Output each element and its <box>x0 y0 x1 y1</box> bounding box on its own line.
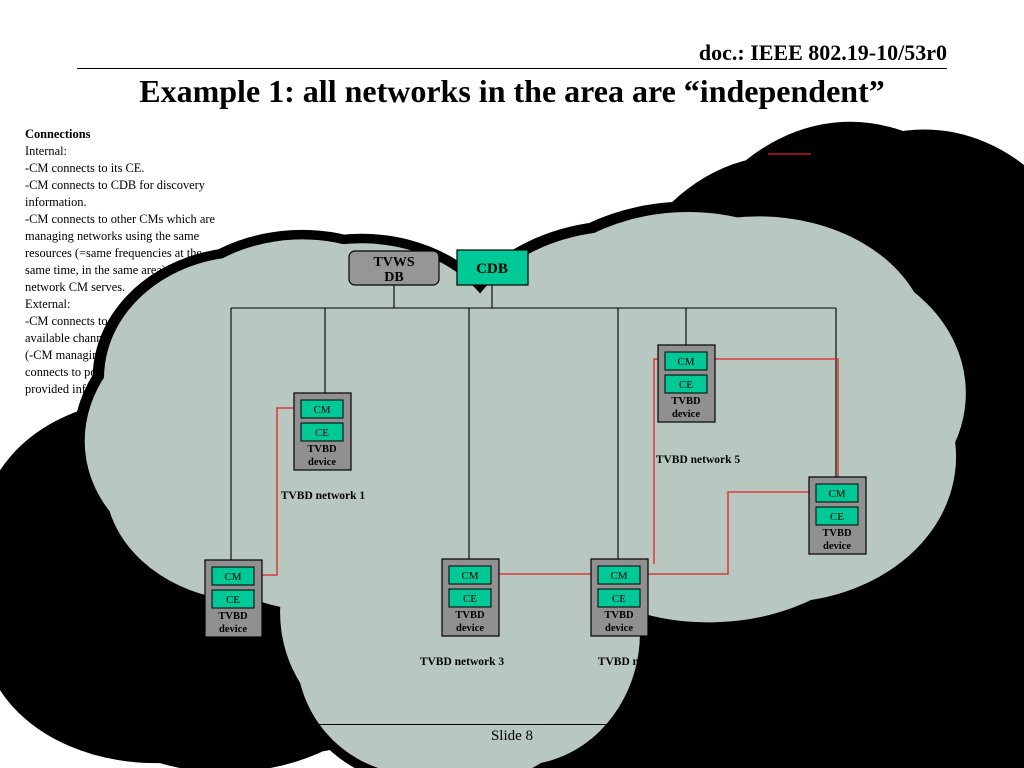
cm-box <box>664 351 708 371</box>
cm-box <box>211 566 255 586</box>
device-label: device <box>456 623 484 634</box>
device-label: device <box>672 409 700 420</box>
header-rule <box>77 68 947 69</box>
notes-line: -CM connects to CDB for discovery inform… <box>25 178 205 209</box>
footer-slide-number: Slide 8 <box>490 728 534 744</box>
legend-black-label: Connection between different entities. <box>826 203 959 230</box>
slide-title: Example 1: all networks in the area are … <box>139 73 885 109</box>
cm-label: CM <box>828 488 845 500</box>
notes-line: -CM connects to its CE. <box>25 161 145 175</box>
ce-box <box>597 588 641 608</box>
tvws-db-label-2: DB <box>384 270 403 285</box>
device-label: TVBD <box>218 611 248 622</box>
cdb-label: CDB <box>476 261 508 277</box>
red-connections <box>252 358 839 576</box>
ce-box <box>448 588 492 608</box>
notes-line: External: <box>25 297 71 311</box>
network-label-5: TVBD network 5 <box>656 454 741 466</box>
cm-box <box>815 483 859 503</box>
device-label: device <box>308 457 336 468</box>
device-label: device <box>605 623 633 634</box>
cm-label: CM <box>313 404 330 416</box>
notes-line: -CM connects to other CMs which are mana… <box>25 212 215 294</box>
ce-box <box>815 506 859 526</box>
device-label: device <box>219 624 247 635</box>
tvbd-device: CM CE TVBD device <box>808 476 867 555</box>
tvbd-device: CM CE TVBD device <box>657 344 716 423</box>
legend-red-label: Connection between CMs to solve coexiste… <box>826 148 959 190</box>
cm-label: CM <box>610 570 627 582</box>
cm-label: CM <box>224 571 241 583</box>
network-label-4: TVBD network 4 <box>598 656 683 668</box>
cm-label: CM <box>461 570 478 582</box>
ce-label: CE <box>830 511 844 523</box>
network-label-2: TVBD network 2 <box>153 646 238 658</box>
device-label: device <box>823 541 851 552</box>
notes-heading: Connections <box>25 127 91 141</box>
device-label: TVBD <box>307 444 337 455</box>
doc-id: doc.: IEEE 802.19-10/53r0 <box>698 40 947 65</box>
footer-submission: Submission <box>77 728 148 744</box>
notes-line: Internal: <box>25 144 67 158</box>
cm-box <box>597 565 641 585</box>
cm-label: CM <box>677 356 694 368</box>
tvws-db-box: TVWS DB <box>348 250 440 286</box>
ce-box <box>211 589 255 609</box>
cm-box <box>300 399 344 419</box>
tvbd-devices: CMCETVBDdeviceCMCETVBDdeviceCMCETVBDdevi… <box>204 344 867 638</box>
ce-label: CE <box>226 594 240 606</box>
device-label: TVBD <box>604 610 634 621</box>
ce-label: CE <box>463 593 477 605</box>
cm-box <box>448 565 492 585</box>
cdb-box: CDB <box>456 249 529 286</box>
tvbd-device: CM CE TVBD device <box>293 392 352 471</box>
ce-box <box>300 422 344 442</box>
network-label-1: TVBD network 1 <box>281 490 366 502</box>
device-label: TVBD <box>671 396 701 407</box>
ce-label: CE <box>315 427 329 439</box>
footer-author: Päivi Ruuska, Nokia <box>833 728 957 744</box>
tvbd-device: CM CE TVBD device <box>590 558 649 637</box>
network-labels: TVBD network 1 TVBD network 2 TVBD netwo… <box>153 454 878 668</box>
black-connections <box>230 285 837 560</box>
tvbd-device: CM CE TVBD device <box>204 559 263 638</box>
tvbd-device: CM CE TVBD device <box>441 558 500 637</box>
ce-label: CE <box>612 593 626 605</box>
ce-box <box>664 374 708 394</box>
tvws-db-label-1: TVWS <box>373 255 414 270</box>
network-label-3: TVBD network 3 <box>420 656 505 668</box>
legend: Connection between CMs to solve coexiste… <box>768 148 959 230</box>
device-label: TVBD <box>455 610 485 621</box>
network-label-6: TVBD network 6 <box>793 615 878 627</box>
device-label: TVBD <box>822 528 852 539</box>
footer-rule <box>77 724 957 725</box>
ce-label: CE <box>679 379 693 391</box>
